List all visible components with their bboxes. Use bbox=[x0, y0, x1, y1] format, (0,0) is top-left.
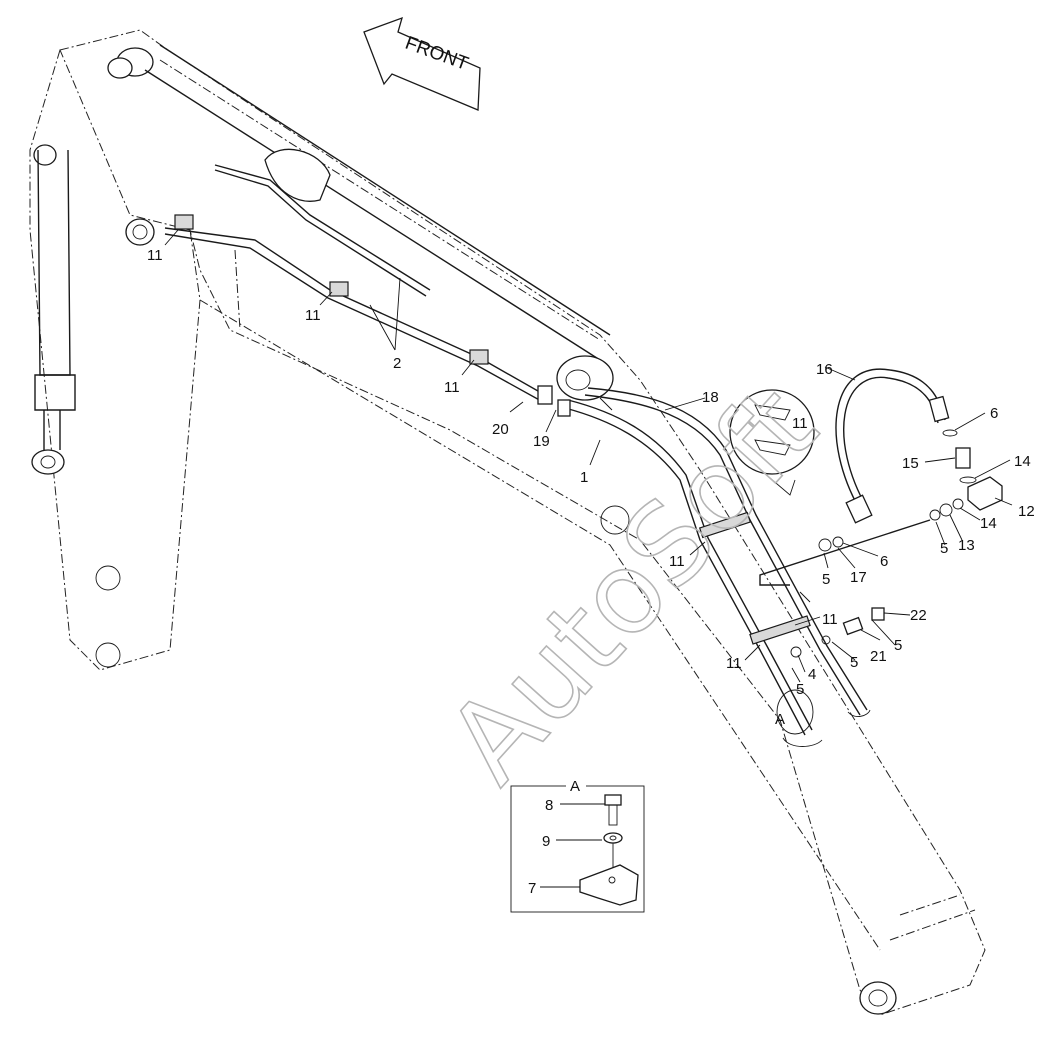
callout-17: 17 bbox=[850, 569, 867, 586]
pipe-lines bbox=[164, 164, 931, 736]
callout-11: 11 bbox=[822, 611, 838, 628]
callout-4: 4 bbox=[808, 666, 816, 683]
front-arrow: FRONT bbox=[363, 16, 481, 111]
hose bbox=[835, 368, 950, 524]
detail-a-marker-circle bbox=[776, 689, 814, 735]
detail-a-inset: A bbox=[510, 776, 645, 913]
callout-11: 11 bbox=[305, 307, 321, 324]
callout-15: 15 bbox=[902, 455, 919, 472]
callout-2: 2 bbox=[393, 355, 401, 372]
callout-18: 18 bbox=[702, 389, 719, 406]
callout-22: 22 bbox=[910, 607, 927, 624]
callout-5: 5 bbox=[940, 540, 948, 557]
detail-a-title: A bbox=[570, 778, 580, 795]
arm-cylinder bbox=[144, 44, 614, 401]
callout-9: 9 bbox=[542, 833, 550, 850]
callout-21: 21 bbox=[870, 648, 887, 665]
callout-8: 8 bbox=[545, 797, 553, 814]
callout-6: 6 bbox=[990, 405, 998, 422]
callout-6: 6 bbox=[880, 553, 888, 570]
boom-outline bbox=[29, 29, 986, 1016]
boom-cylinder bbox=[34, 149, 76, 450]
callout-19: 19 bbox=[533, 433, 550, 450]
boom-pins bbox=[31, 47, 897, 1015]
callout-11: 11 bbox=[444, 379, 460, 396]
callout-11: 11 bbox=[669, 553, 685, 570]
callout-1: 1 bbox=[580, 469, 588, 486]
clamp-detail-balloon bbox=[729, 389, 815, 496]
callout-5: 5 bbox=[850, 654, 858, 671]
callout-5: 5 bbox=[894, 637, 902, 654]
callout-14: 14 bbox=[1014, 453, 1031, 470]
callout-20: 20 bbox=[492, 421, 509, 438]
callout-14: 14 bbox=[980, 515, 997, 532]
clamps bbox=[174, 214, 811, 645]
callout-11: 11 bbox=[726, 655, 742, 672]
callout-11: 11 bbox=[147, 247, 163, 264]
callout-16: 16 bbox=[816, 361, 833, 378]
detail-a-marker: A bbox=[775, 711, 785, 728]
fittings bbox=[537, 385, 1003, 747]
callout-11: 11 bbox=[792, 415, 808, 432]
callouts: 1 2 4 5 5 5 5 5 6 6 7 8 9 11 11 11 11 11… bbox=[147, 229, 1035, 897]
callout-13: 13 bbox=[958, 537, 975, 554]
callout-12: 12 bbox=[1018, 503, 1035, 520]
callout-5: 5 bbox=[796, 681, 804, 698]
callout-7: 7 bbox=[528, 880, 536, 897]
callout-5: 5 bbox=[822, 571, 830, 588]
